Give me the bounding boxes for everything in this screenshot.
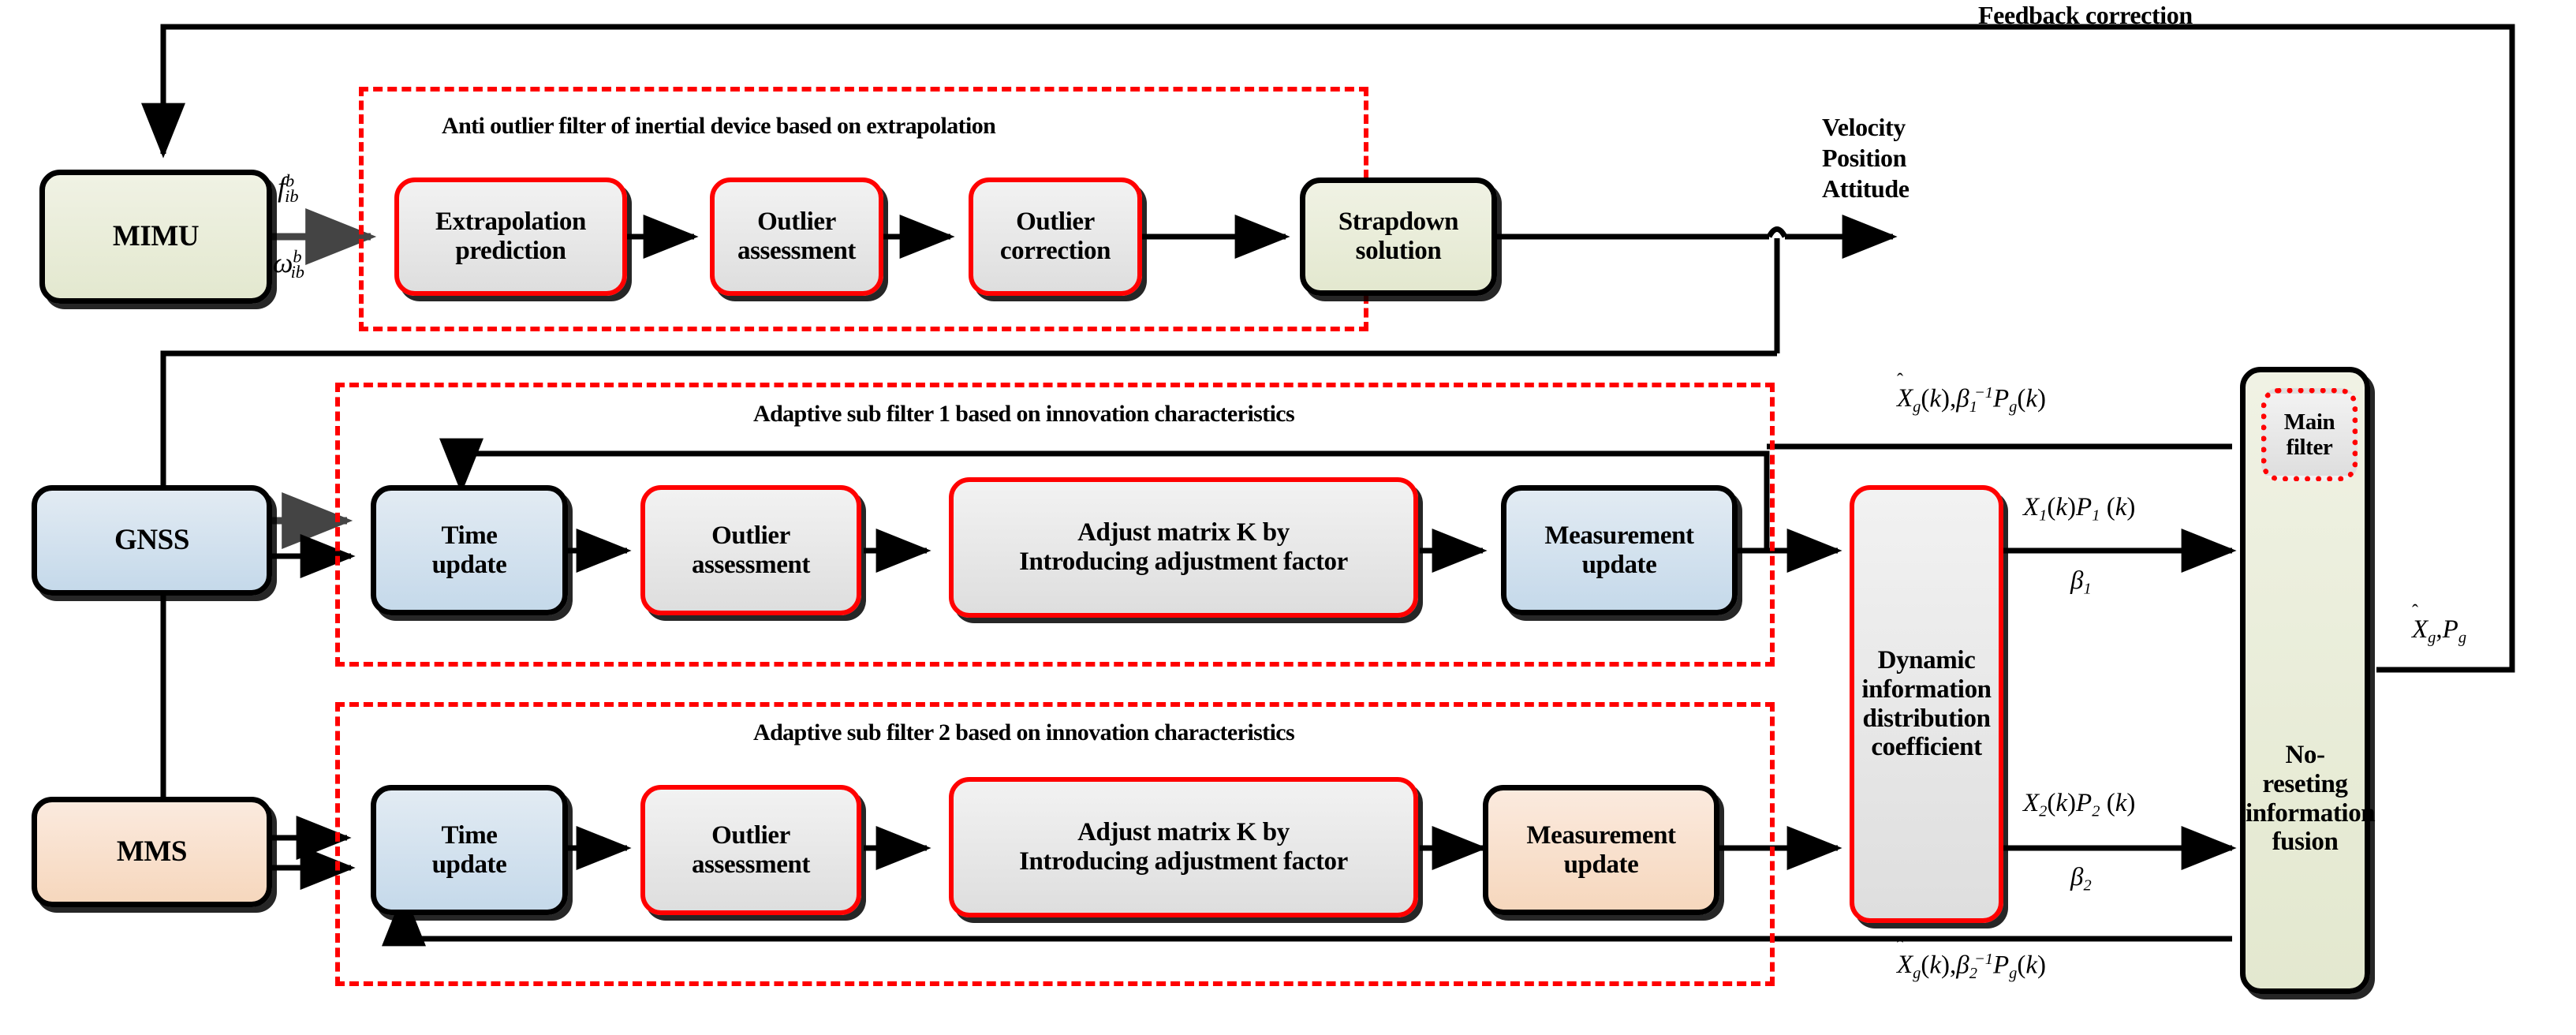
node-fusion-label: No-reseting information fusion — [2246, 740, 2376, 857]
node-strapdown-solution[interactable]: Strapdown solution — [1300, 177, 1497, 296]
node-mimu-label: MIMU — [112, 220, 200, 253]
node-adjust-matrix-2[interactable]: Adjust matrix K by Introducing adjustmen… — [949, 777, 1418, 917]
node-dynamic-distribution-label: Dynamic information distribution coeffic… — [1861, 645, 1992, 762]
group-adaptive-sub-filter-2 — [335, 702, 1775, 986]
node-mms-label: MMS — [116, 835, 188, 869]
label-feedback-correction: Feedback correction — [1978, 1, 2193, 29]
label-xg-pg: X̂g,Pg — [2412, 615, 2467, 647]
node-adjust-matrix-1[interactable]: Adjust matrix K by Introducing adjustmen… — [949, 477, 1418, 618]
node-measurement-update-2[interactable]: Measurement update — [1483, 785, 1719, 915]
node-fusion[interactable]: No-reseting information fusion — [2240, 367, 2376, 994]
label-x2-p2: X2(k)P2 (k) — [2023, 789, 2136, 820]
node-mimu[interactable]: MIMU — [39, 170, 272, 304]
node-mms[interactable]: MMS — [32, 797, 272, 907]
node-gnss[interactable]: GNSS — [32, 485, 272, 596]
node-gnss-label: GNSS — [114, 524, 190, 557]
node-adjust-matrix-2-label: Adjust matrix K by Introducing adjustmen… — [1019, 818, 1348, 876]
node-extrapolation-prediction[interactable]: Extrapolation prediction — [394, 177, 627, 296]
group-adaptive-sub-filter-1 — [335, 383, 1775, 667]
node-main-filter[interactable]: Main filter — [2261, 388, 2358, 481]
label-x1-p1: X1(k)P1 (k) — [2023, 493, 2136, 525]
node-time-update-2[interactable]: Time update — [371, 785, 568, 915]
node-strapdown-solution-label: Strapdown solution — [1338, 207, 1459, 265]
node-measurement-update-1-label: Measurement update — [1544, 521, 1694, 579]
node-outlier-assessment-1-label: Outlier assessment — [692, 521, 810, 579]
node-time-update-1-label: Time update — [431, 521, 507, 579]
node-dynamic-distribution[interactable]: Dynamic information distribution coeffic… — [1850, 485, 2003, 923]
label-velocity-position-attitude: Velocity Position Attitude — [1822, 113, 1910, 204]
label-beta2: β2 — [2070, 863, 2092, 895]
node-extrapolation-prediction-label: Extrapolation prediction — [435, 207, 586, 265]
node-outlier-assessment-2[interactable]: Outlier assessment — [640, 785, 861, 915]
node-outlier-assessment-top[interactable]: Outlier assessment — [710, 177, 883, 296]
node-measurement-update-1[interactable]: Measurement update — [1501, 485, 1738, 615]
group-title-sub-filter-2: Adaptive sub filter 2 based on innovatio… — [753, 719, 1295, 745]
label-angular-rate: ωbib — [273, 246, 304, 282]
node-adjust-matrix-1-label: Adjust matrix K by Introducing adjustmen… — [1019, 518, 1348, 576]
node-outlier-correction[interactable]: Outlier correction — [969, 177, 1142, 296]
node-outlier-assessment-1[interactable]: Outlier assessment — [640, 485, 861, 615]
node-time-update-2-label: Time update — [431, 820, 507, 879]
node-outlier-correction-label: Outlier correction — [999, 207, 1111, 265]
label-specific-force: fbib — [278, 170, 299, 207]
label-xg-beta2-pg: X̂g(k),β2−1Pg(k) — [1897, 951, 2047, 982]
node-outlier-assessment-2-label: Outlier assessment — [692, 820, 810, 879]
group-title-sub-filter-1: Adaptive sub filter 1 based on innovatio… — [753, 401, 1295, 427]
node-main-filter-label: Main filter — [2283, 409, 2335, 460]
node-outlier-assessment-top-label: Outlier assessment — [737, 207, 856, 265]
node-measurement-update-2-label: Measurement update — [1526, 820, 1676, 879]
label-xg-beta1-pg: X̂g(k),β1−1Pg(k) — [1897, 384, 2047, 416]
label-beta1: β1 — [2070, 566, 2092, 598]
group-title-anti-outlier-filter: Anti outlier filter of inertial device b… — [442, 113, 996, 139]
node-time-update-1[interactable]: Time update — [371, 485, 568, 615]
